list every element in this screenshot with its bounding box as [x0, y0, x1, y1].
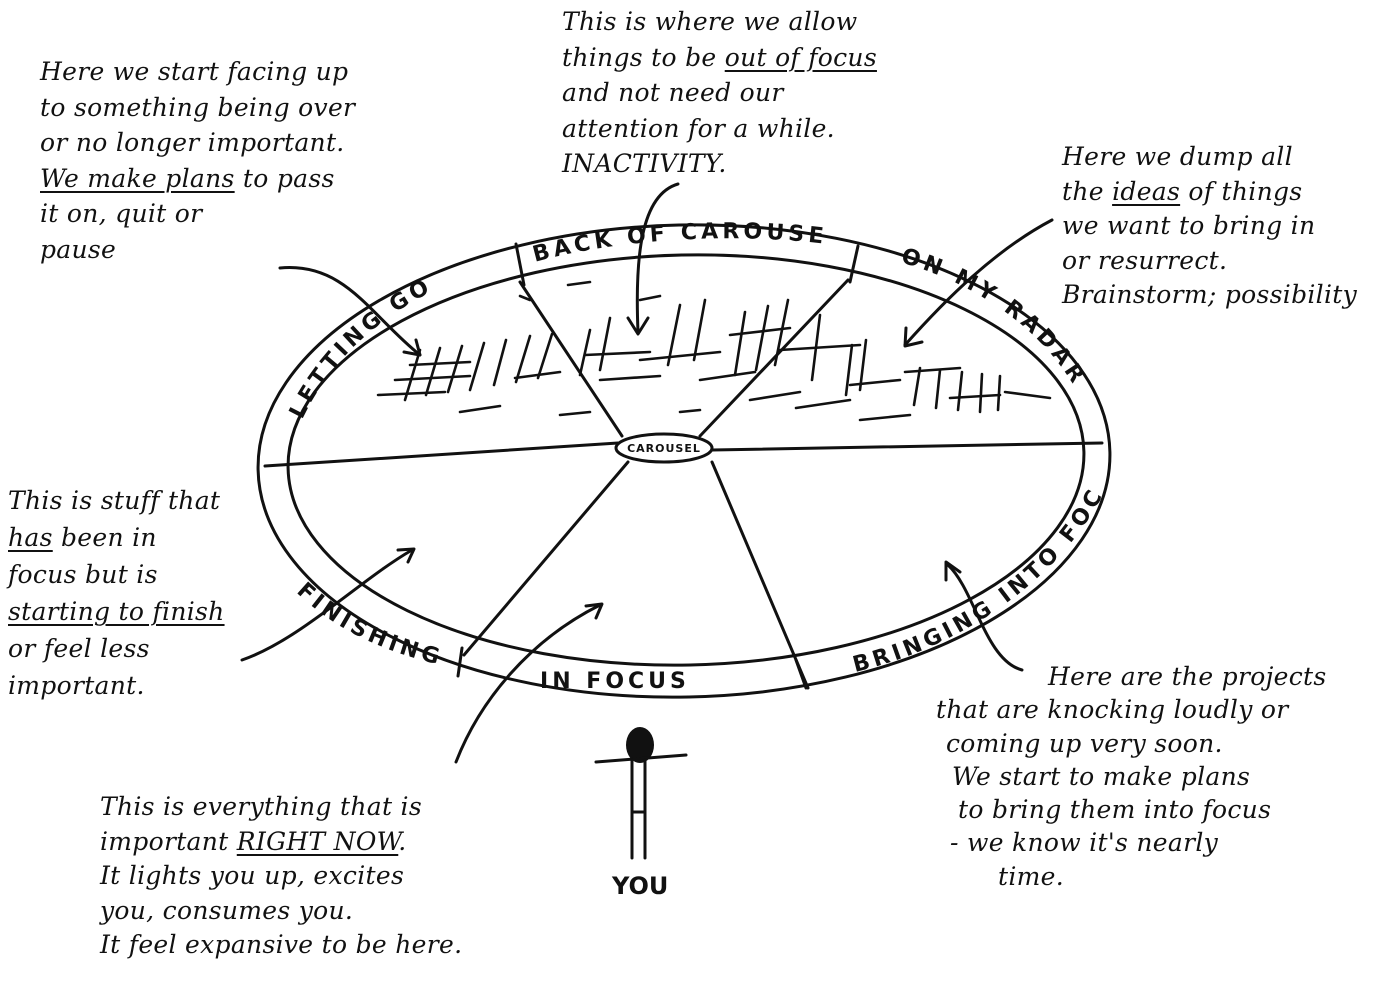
note-line: important RIGHT NOW. [100, 825, 462, 860]
spoke [462, 460, 630, 657]
ring-divider [514, 242, 526, 287]
spoke [263, 441, 620, 468]
note-line: to something being over [40, 92, 356, 122]
spoke [518, 280, 624, 438]
note-underlined: RIGHT NOW [236, 826, 399, 856]
note-underlined: ideas [1112, 176, 1181, 206]
back-half-hatching [376, 280, 1052, 422]
note-line: focus but is [8, 560, 158, 589]
note-line: it on, quit or [40, 199, 203, 228]
note-underlined: We make plans [40, 163, 235, 193]
note-line: This is stuff that [8, 486, 221, 515]
ring-label-finishing: FINISHING [292, 578, 446, 671]
arrow-back-of-carousel [626, 182, 680, 336]
you-figure [594, 727, 688, 860]
note-line: Here we dump all [1062, 142, 1293, 171]
note-line: We start to make plans [952, 761, 1251, 791]
note-line: or feel less [8, 634, 150, 663]
note-line: starting to finish [8, 593, 225, 630]
note-text: been in [52, 523, 157, 552]
note-line: you, consumes you. [100, 895, 354, 925]
note-line: coming up very soon. [946, 728, 1223, 758]
spoke [710, 460, 810, 690]
arrow-finishing [240, 547, 416, 662]
spoke [710, 441, 1104, 452]
note-line: It lights you up, excites [100, 861, 405, 890]
arrow-on-my-radar [903, 218, 1054, 348]
hub-label: CAROUSEL [627, 442, 701, 455]
note-line: or no longer important. [40, 128, 345, 157]
ring-label-letting-go: LETTING GO [285, 273, 437, 422]
note-line: - we know it's nearly [950, 828, 1219, 858]
note-line: or resurrect. [1062, 245, 1228, 275]
arrow-in-focus [454, 602, 604, 764]
note-text: the [1062, 176, 1113, 206]
note-line: has been in [8, 519, 225, 556]
note-line: important. [8, 671, 145, 700]
note-bringing-into-focus: Here are the projects that are knocking … [936, 660, 1327, 893]
note-line: INACTIVITY. [562, 149, 727, 178]
you-label: YOU [611, 872, 668, 900]
note-back-of-carousel: This is where we allow things to be out … [562, 4, 877, 182]
you-arms [594, 753, 688, 764]
note-finishing: This is stuff that has been in focus but… [8, 482, 225, 704]
ring-divider [848, 244, 860, 284]
spoke [698, 278, 850, 438]
ring-divider [456, 646, 464, 678]
note-line: This is where we allow [562, 7, 858, 36]
note-line: and not need our [562, 78, 784, 107]
arrow-letting-go [278, 266, 422, 357]
note-text: to pass [234, 163, 335, 193]
note-text: things to be [562, 42, 725, 72]
note-on-my-radar: Here we dump all the ideas of things we … [1062, 140, 1357, 313]
note-line: It feel expansive to be here. [100, 930, 463, 959]
carousel-inner-ring [286, 253, 1086, 667]
note-line: things to be out of focus [562, 40, 877, 76]
note-in-focus: This is everything that is important RIG… [100, 790, 462, 963]
note-letting-go: Here we start facing up to something bei… [40, 54, 355, 267]
note-underlined: starting to finish [8, 597, 225, 626]
arrow-bringing-into-focus [944, 560, 1024, 672]
note-line: Brainstorm; possibility [1062, 280, 1358, 309]
note-line: to bring them into focus [958, 795, 1272, 824]
note-line: time. [998, 861, 1064, 891]
ring-label-in-focus: IN FOCUS [540, 669, 690, 694]
note-line: the ideas of things [1062, 175, 1357, 210]
note-underlined: out of focus [724, 42, 877, 72]
carousel-hub [614, 432, 714, 464]
note-line: Here we start facing up [40, 57, 349, 86]
note-line: we want to bring in [1062, 211, 1316, 240]
note-line: that are knocking loudly or [936, 695, 1289, 725]
note-line: This is everything that is [100, 792, 422, 821]
carousel-outer-ring [256, 223, 1112, 699]
note-text: important [100, 826, 237, 856]
note-text: of things [1180, 176, 1303, 206]
you-head [626, 727, 654, 763]
note-line: We make plans to pass [40, 161, 355, 197]
note-underlined: has [8, 523, 53, 552]
note-text: . [398, 826, 407, 856]
note-line: attention for a while. [562, 113, 835, 143]
note-line: pause [40, 234, 117, 264]
note-line: Here are the projects [1048, 662, 1327, 691]
